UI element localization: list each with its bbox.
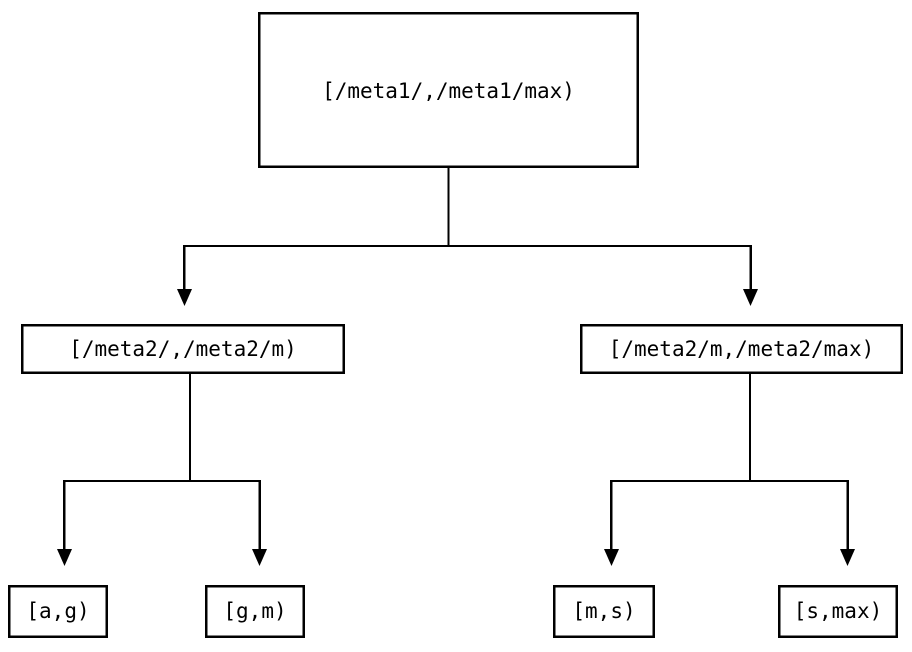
tree-node-mid-left[interactable]: [/meta2/,/meta2/m) (20, 323, 345, 374)
tree-node-mid-left-box (20, 323, 345, 374)
tree-node-leaf-ag-label: [a,g) (26, 599, 89, 623)
tree-node-leaf-gm-label: [g,m) (223, 599, 286, 623)
tree-node-leaf-ag-box (8, 584, 109, 638)
tree-node-leaf-gm[interactable]: [g,m) (205, 584, 306, 638)
arrowhead-mid-left-to-leaf-gm-icon (252, 549, 267, 566)
tree-node-mid-right[interactable]: [/meta2/m,/meta2/max) (579, 323, 903, 374)
tree-node-leaf-smax[interactable]: [s,max) (777, 584, 898, 638)
tree-node-leaf-ag[interactable]: [a,g) (8, 584, 109, 638)
tree-node-mid-right-label: [/meta2/m,/meta2/max) (609, 337, 875, 361)
tree-node-leaf-gm-box (205, 584, 306, 638)
tree-node-leaf-ms-label: [m,s) (572, 599, 635, 623)
tree-node-leaf-ms[interactable]: [m,s) (552, 584, 655, 638)
tree-node-mid-left-label: [/meta2/,/meta2/m) (69, 337, 297, 361)
tree-node-root[interactable]: [/meta1/,/meta1/max) (257, 12, 639, 168)
arrowhead-mid-right-to-leaf-ms-icon (604, 549, 619, 566)
tree-node-leaf-smax-label: [s,max) (794, 599, 883, 623)
arrowhead-mid-left-to-leaf-ag-icon (57, 549, 72, 566)
tree-node-leaf-ms-box (552, 584, 655, 638)
tree-node-mid-right-box (579, 323, 903, 374)
tree-node-root-box (257, 12, 639, 168)
tree-node-leaf-smax-box (777, 584, 898, 638)
edge-group-root (177, 168, 758, 306)
edge-group-mid-left (57, 374, 267, 566)
arrowhead-mid-right-to-leaf-smax-icon (840, 549, 855, 566)
arrowhead-root-to-mid-left-icon (177, 289, 192, 306)
tree-node-root-label: [/meta1/,/meta1/max) (322, 79, 575, 103)
arrowhead-root-to-mid-right-icon (743, 289, 758, 306)
edge-group-mid-right (604, 374, 855, 566)
